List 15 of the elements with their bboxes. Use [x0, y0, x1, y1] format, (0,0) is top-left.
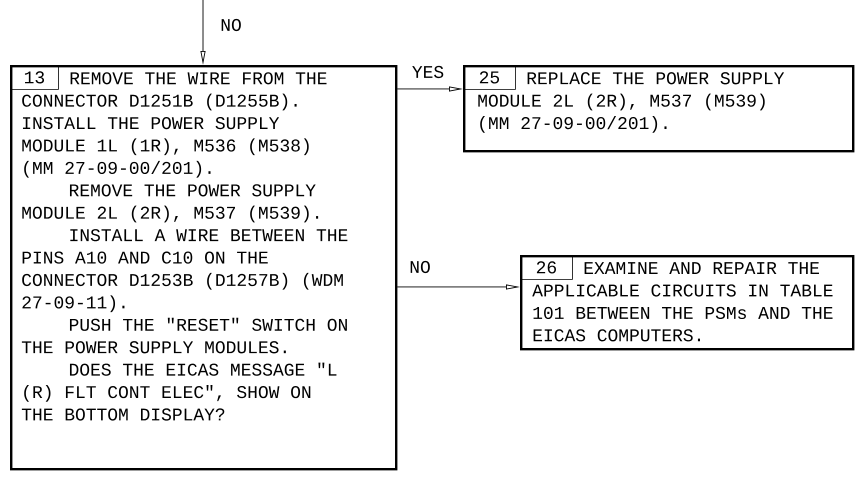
edge-label: NO — [408, 260, 432, 274]
node-label: REMOVE THE POWER SUPPLY MODULE 2L (2R), M537 (M539). — [22, 184, 318, 222]
node-label: MODULE 1L (1R), M536 (M538) — [22, 138, 309, 156]
edge-label: YES — [410, 64, 446, 80]
edge-label: NO — [219, 18, 243, 32]
node-label: PUSH THE "RESET" SWITCH ON THE POWER SUPPLY MODULES. — [22, 318, 347, 354]
step-number: 13 — [10, 65, 59, 90]
node-label: REMOVE THE WIRE FROM THE — [70, 72, 327, 84]
node-label: INSTALL A WIRE BETWEEN THE PINS A10 AND C10 ON THE CONNECTOR D1253B (D1257B) (WDM 27-09-11). — [22, 229, 348, 312]
node-label: (MM 27-09-00/201). — [24, 160, 211, 178]
step-number: 26 — [520, 254, 573, 280]
node-label: DOES THE EICAS MESSAGE "L (R) FLT CONT ELEC", SHOW ON THE BOTTOM DISPLAY? — [22, 362, 336, 421]
node-label: INSTALL THE POWER SUPPLY — [22, 117, 280, 130]
step-number: 25 — [463, 65, 516, 90]
node-label: CONNECTOR D1251B (D1255B). — [22, 94, 297, 110]
